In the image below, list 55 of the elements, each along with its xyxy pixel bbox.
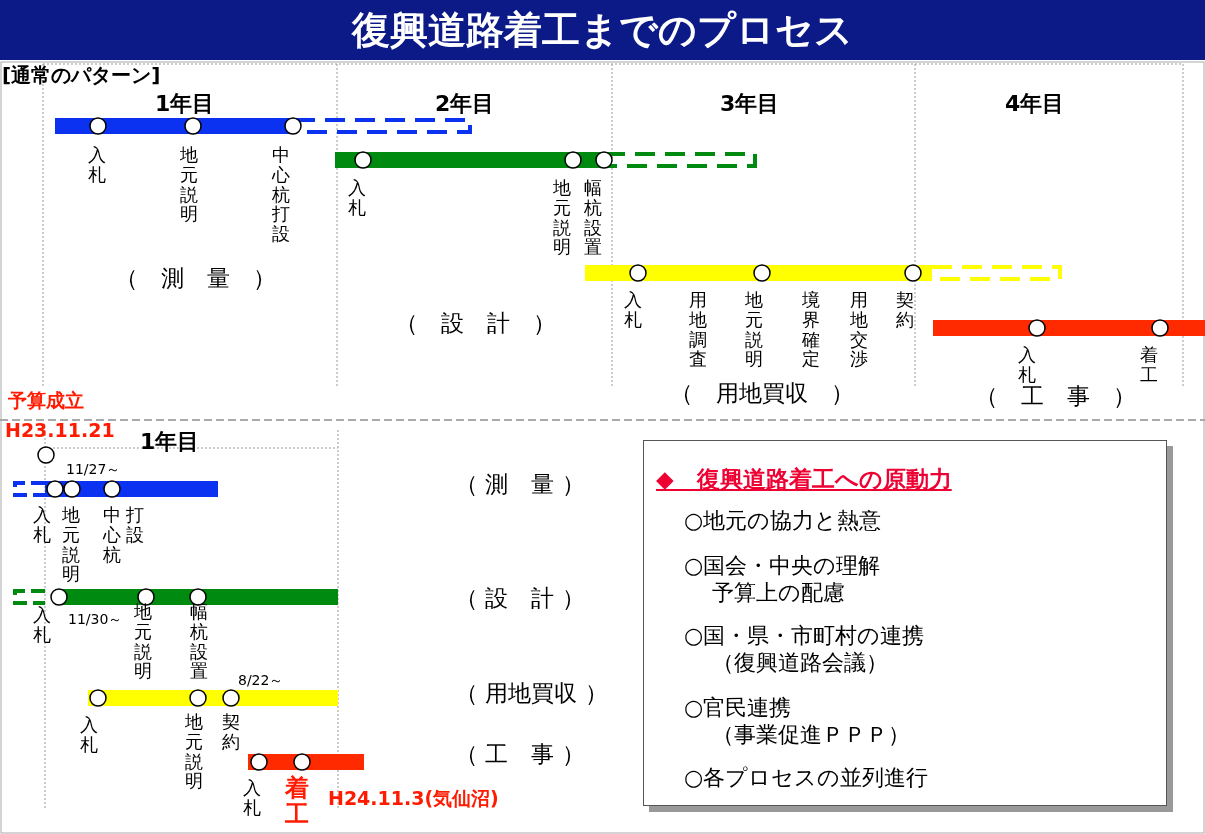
milestone-label: 用地交渉 <box>850 290 869 370</box>
milestone-label: 地元説明 <box>62 505 81 585</box>
milestone-label: 幅杭設置 <box>190 602 209 682</box>
phase-label: （ 工 事 ） <box>455 742 585 768</box>
year-label: 1年目 <box>155 92 215 117</box>
list-item: ○国会・中央の理解 <box>684 554 881 579</box>
phase-label: （ 用地買収 ） <box>670 381 854 407</box>
milestone-label: 契約 <box>896 290 915 330</box>
milestone-label: 入札 <box>1018 345 1037 385</box>
item-note: （事業促進ＰＰＰ） <box>712 723 910 748</box>
milestone-label: 入札 <box>33 505 52 545</box>
phase-label: （ 工 事 ） <box>975 384 1136 410</box>
list-item: ○官民連携 <box>684 696 792 721</box>
milestone-label: 地元説明 <box>180 145 199 225</box>
milestone-label: 着工 <box>1140 345 1159 385</box>
date-note: 予算成立 <box>8 390 84 411</box>
milestone-label: 地元説明 <box>745 290 764 370</box>
year-label: 1年目 <box>140 430 200 455</box>
milestone-label: 中心杭打設 <box>103 505 145 567</box>
date-note: H23.11.21 <box>5 420 115 441</box>
year-label: 4年目 <box>1005 92 1065 117</box>
start-date: 11/30～ <box>68 612 123 628</box>
list-item: ○地元の協力と熱意 <box>684 509 882 534</box>
milestone-label: 入札 <box>88 145 107 185</box>
phase-label: （ 設 計 ） <box>455 586 585 612</box>
phase-label: （ 用地買収 ） <box>455 681 608 707</box>
milestone-label: 入札 <box>80 715 99 755</box>
date-note: H24.11.3(気仙沼) <box>328 788 499 809</box>
item-note: 予算上の配慮 <box>712 581 845 606</box>
milestone-label: 契約 <box>222 712 241 752</box>
phase-label: （ 測 量 ） <box>455 472 585 498</box>
box-heading: ◆ 復興道路着工への原動力 <box>656 467 952 493</box>
milestone-label: 地元説明 <box>553 178 572 258</box>
item-note: （復興道路会議） <box>712 651 888 676</box>
year-label: 2年目 <box>435 92 495 117</box>
list-item: ○各プロセスの並列進行 <box>684 766 929 791</box>
milestone-label: 入札 <box>624 290 643 330</box>
milestone-label: 幅杭設置 <box>584 178 603 258</box>
milestone-label: 地元説明 <box>185 712 204 792</box>
title-banner: 復興道路着工までのプロセス <box>0 0 1205 60</box>
milestone-label: 地元説明 <box>134 602 153 682</box>
start-date: 11/27～ <box>66 462 121 478</box>
milestone-label: 入札 <box>348 178 367 218</box>
milestone-label: 用地調査 <box>689 290 708 370</box>
start-label: 着工 <box>284 775 310 828</box>
milestone-label: 中心杭打設 <box>272 145 291 244</box>
phase-label: （ 設 計 ） <box>395 311 556 337</box>
list-item: ○国・県・市町村の連携 <box>684 624 925 649</box>
milestone-label: 入札 <box>33 605 52 645</box>
phase-label: （ 測 量 ） <box>115 266 276 292</box>
milestone-label: 入札 <box>243 778 262 818</box>
section-heading: [通常のパターン] <box>2 64 161 86</box>
milestone-label: 境界確定 <box>802 290 821 370</box>
start-date: 8/22～ <box>238 673 284 689</box>
year-label: 3年目 <box>720 92 780 117</box>
